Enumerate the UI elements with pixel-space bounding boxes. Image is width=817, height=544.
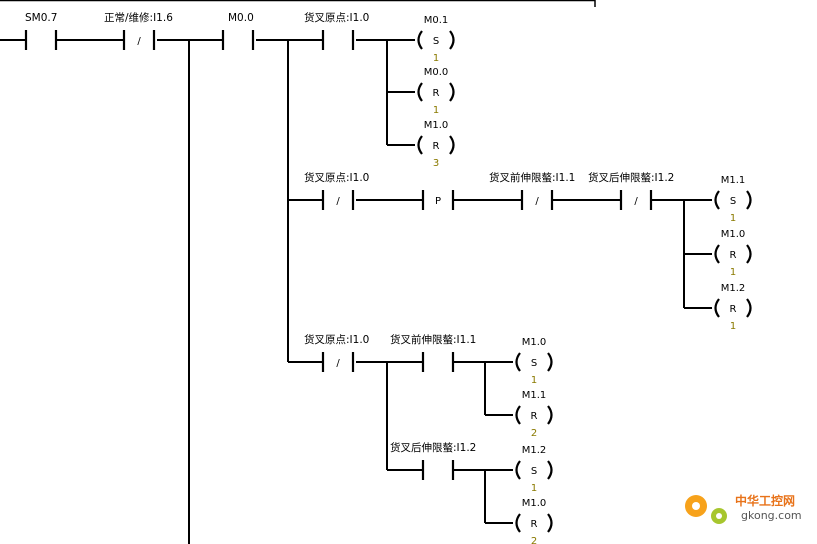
nc-symbol: /: [137, 36, 141, 47]
coil-operation: S: [433, 36, 439, 47]
contact-i10a[interactable]: 货叉原点:I1.0: [304, 11, 369, 50]
coil-operation: R: [730, 250, 737, 261]
coil-address: M1.1: [522, 390, 547, 401]
coil-count: 1: [531, 483, 537, 494]
contact-label: 正常/维修:I1.6: [104, 11, 173, 24]
coil-m1-1[interactable]: M1.1R 2: [515, 390, 553, 439]
nc-symbol: /: [336, 196, 340, 207]
coil-operation: S: [730, 196, 736, 207]
nc-symbol: /: [535, 196, 539, 207]
coil-address: M1.1: [721, 175, 746, 186]
coil-operation: S: [531, 358, 537, 369]
p-symbol: P: [435, 196, 441, 207]
coil-count: 1: [531, 375, 537, 386]
contact-label: 货叉原点:I1.0: [304, 171, 369, 184]
contact-label: SM0.7: [25, 12, 57, 24]
nc-symbol: /: [336, 358, 340, 369]
watermark-title: 中华工控网: [735, 493, 795, 508]
coil-count: 3: [433, 158, 439, 169]
contact-label: 货叉前伸限螯:I1.1: [489, 171, 575, 184]
coil-operation: R: [730, 304, 737, 315]
coil-count: 1: [730, 267, 736, 278]
coil-operation: R: [531, 519, 538, 530]
contact-i11a[interactable]: / 货叉前伸限螯:I1.1: [489, 171, 575, 210]
contact-label: 货叉后伸限螯:I1.2: [588, 171, 674, 184]
coil-count: 1: [730, 321, 736, 332]
coil-address: M1.2: [721, 283, 746, 294]
coil-m0-1[interactable]: M0.1S 1: [417, 15, 455, 64]
coil-count: 1: [433, 105, 439, 116]
coil-address: M1.0: [721, 229, 746, 240]
contact-i10b[interactable]: / 货叉原点:I1.0: [304, 171, 369, 210]
contact-i12b[interactable]: 货叉后伸限螯:I1.2: [390, 441, 476, 480]
coil-count: 2: [531, 428, 537, 439]
coil-m0-0[interactable]: M0.0R 1: [417, 67, 455, 116]
coil-address: M1.2: [522, 445, 547, 456]
contact-label: 货叉后伸限螯:I1.2: [390, 441, 476, 454]
coil-count: 2: [531, 536, 537, 544]
coil-m1-2[interactable]: M1.2S 1: [515, 445, 553, 494]
coil-m1-0[interactable]: M1.0R 2: [515, 498, 553, 544]
coils: M0.1S1M0.0R1M1.0R3M1.1S1M1.0R1M1.2R1M1.0…: [417, 15, 752, 544]
contact-i11b[interactable]: 货叉前伸限螯:I1.1: [390, 333, 476, 372]
coil-address: M0.1: [424, 15, 449, 26]
contact-i12a[interactable]: / 货叉后伸限螯:I1.2: [588, 171, 674, 210]
contact-sm07[interactable]: SM0.7: [24, 12, 57, 50]
coil-count: 1: [730, 213, 736, 224]
coil-m1-0[interactable]: M1.0R 1: [714, 229, 752, 278]
coil-count: 1: [433, 53, 439, 64]
contact-label: M0.0: [228, 12, 254, 24]
coil-operation: R: [433, 141, 440, 152]
watermark: 中华工控网 gkong.com: [685, 493, 802, 524]
contact-m00[interactable]: M0.0: [221, 12, 255, 50]
coil-m1-1[interactable]: M1.1S 1: [714, 175, 752, 224]
contact-i10c[interactable]: / 货叉原点:I1.0: [304, 333, 369, 372]
contact-i16[interactable]: / 正常/维修:I1.6: [104, 11, 173, 50]
coil-m1-0[interactable]: M1.0R 3: [417, 120, 455, 169]
coil-m1-0[interactable]: M1.0S 1: [515, 337, 553, 386]
coil-m1-2[interactable]: M1.2R 1: [714, 283, 752, 332]
watermark-url: gkong.com: [741, 509, 802, 522]
contact-label: 货叉原点:I1.0: [304, 333, 369, 346]
coil-operation: S: [531, 466, 537, 477]
coil-address: M1.0: [522, 337, 547, 348]
contact-label: 货叉前伸限螯:I1.1: [390, 333, 476, 346]
coil-address: M1.0: [424, 120, 449, 131]
contact-p1[interactable]: P: [421, 190, 455, 210]
coil-address: M0.0: [424, 67, 449, 78]
frame-border: [0, 0, 596, 7]
coil-operation: R: [433, 88, 440, 99]
wires: [0, 39, 712, 544]
nc-symbol: /: [634, 196, 638, 207]
coil-address: M1.0: [522, 498, 547, 509]
contact-label: 货叉原点:I1.0: [304, 11, 369, 24]
coil-operation: R: [531, 411, 538, 422]
